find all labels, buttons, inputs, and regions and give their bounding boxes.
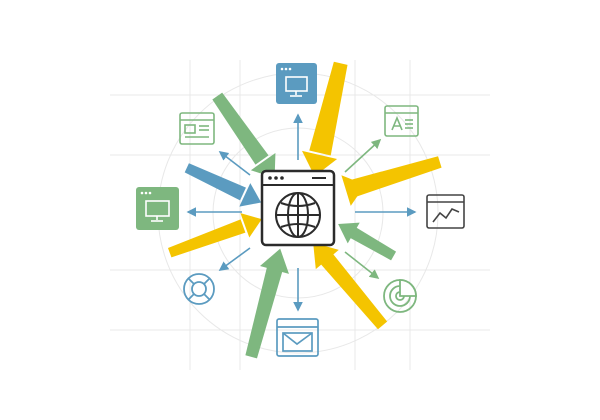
inbound-arrow-yellow-top xyxy=(302,61,348,177)
inbound-arrow-yellow-bottom xyxy=(313,242,388,330)
outbound-arrow-down-left xyxy=(218,247,251,271)
browser-globe-icon xyxy=(260,169,336,247)
inbound-arrow-green-bottom xyxy=(245,248,289,359)
target-chart-icon xyxy=(383,279,417,313)
text-editor-icon xyxy=(384,105,419,137)
text-layout-icon xyxy=(179,112,215,145)
monitor-icon xyxy=(276,63,317,104)
lifebuoy-icon xyxy=(183,273,215,305)
inbound-arrow-yellow-right xyxy=(341,156,442,206)
outbound-arrow-up-right xyxy=(344,138,382,173)
inbound-arrow-yellow-left xyxy=(167,213,262,258)
outbound-arrows xyxy=(186,113,417,312)
inbound-arrow-blue-left xyxy=(184,163,262,207)
monitor-icon xyxy=(136,187,179,230)
outbound-arrow-up-left xyxy=(218,151,251,176)
analytics-chart-icon xyxy=(426,194,465,229)
mail-envelope-icon xyxy=(276,318,319,357)
outbound-arrow-down-right xyxy=(344,251,380,279)
inbound-arrow-green-right xyxy=(338,222,397,261)
